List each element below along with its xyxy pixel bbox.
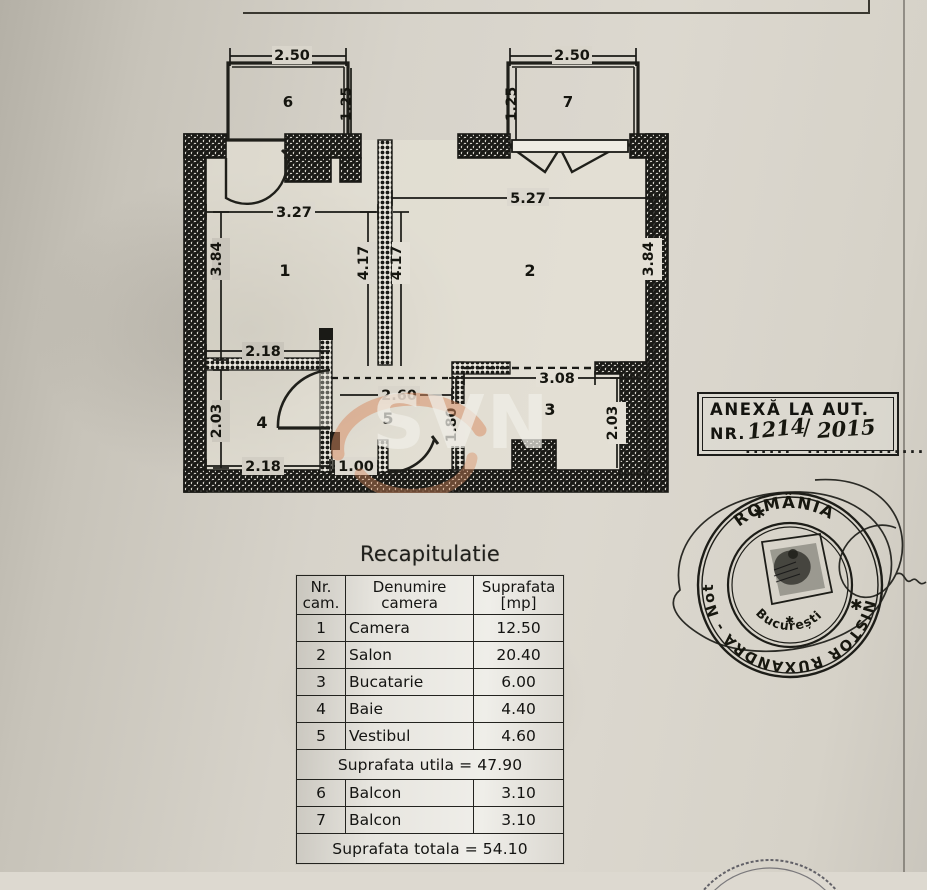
svg-text:2.18: 2.18 (245, 344, 281, 360)
svg-text:2.03: 2.03 (209, 404, 225, 439)
total-area: Suprafata totala = 54.10 (296, 833, 564, 865)
cell-name: Camera (345, 614, 475, 643)
recap-table: Nr. cam. Denumire camera Suprafata [mp] … (295, 574, 564, 865)
header-nr: Nr. cam. (295, 574, 347, 616)
annex-authorization-stamp: ANEXĂ LA AUT. NR. 1214 / 2015 ...... ...… (697, 392, 923, 457)
recapitulation-section: Recapitulatie Nr. cam. Denumire camera S… (295, 542, 564, 865)
room-label-1: 1 (279, 261, 290, 280)
svg-text:2.50: 2.50 (554, 48, 590, 64)
table-row: 7 Balcon 3.10 (295, 806, 564, 835)
table-row: 5 Vestibul 4.60 (295, 722, 564, 751)
header-name: Denumire camera (345, 574, 475, 616)
cell-nr: 7 (295, 806, 347, 835)
room-label-7: 7 (563, 93, 573, 111)
svg-text:1.25: 1.25 (339, 87, 355, 122)
seal-star-center: ✱ (785, 614, 794, 627)
cell-nr: 2 (295, 641, 347, 670)
svg-text:3.84: 3.84 (209, 241, 225, 276)
cell-name: Balcon (345, 806, 475, 835)
cell-name: Baie (345, 695, 475, 724)
svg-text:3.84: 3.84 (641, 241, 657, 276)
annex-stamp-nr-label: NR. (710, 424, 746, 443)
subtotal-row: Suprafata utila = 47.90 (296, 749, 564, 781)
annex-stamp-title: ANEXĂ LA AUT. (710, 400, 870, 419)
table-row: 4 Baie 4.40 (295, 695, 564, 724)
stamp-inner-border (702, 397, 894, 451)
room-label-3: 3 (544, 400, 555, 419)
cell-nr: 6 (295, 779, 347, 808)
room-label-4: 4 (256, 413, 267, 432)
cell-name: Salon (345, 641, 475, 670)
annex-separator: / (803, 416, 811, 441)
total-row: Suprafata totala = 54.10 (296, 833, 564, 865)
seal-star-right: ✱ (850, 596, 863, 614)
cell-name: Bucatarie (345, 668, 475, 697)
cell-area: 3.10 (473, 779, 564, 808)
cell-nr: 4 (295, 695, 347, 724)
svg-text:5.27: 5.27 (510, 191, 546, 207)
table-row: 3 Bucatarie 6.00 (295, 668, 564, 697)
cell-area: 4.60 (473, 722, 564, 751)
room-label-6: 6 (283, 93, 293, 111)
svg-text:3.27: 3.27 (276, 205, 312, 221)
cell-area: 3.10 (473, 806, 564, 835)
cell-name: Vestibul (345, 722, 475, 751)
svg-text:1.80: 1.80 (444, 407, 460, 442)
cell-area: 20.40 (473, 641, 564, 670)
svg-text:1.25: 1.25 (504, 87, 520, 122)
annex-dots-left: ...... (745, 439, 793, 457)
cell-area: 12.50 (473, 614, 564, 643)
cell-nr: 1 (295, 614, 347, 643)
cell-nr: 5 (295, 722, 347, 751)
annex-dots-right: ............... (807, 439, 926, 457)
seal-star-left: ✱ (753, 504, 766, 522)
recap-title: Recapitulatie (360, 542, 500, 566)
cell-area: 4.40 (473, 695, 564, 724)
floor-plan-drawing: 6 2.50 1.25 7 2.50 1.25 (0, 0, 700, 520)
svg-text:4.17: 4.17 (356, 246, 372, 281)
cell-name: Balcon (345, 779, 475, 808)
table-body: 1 Camera 12.50 2 Salon 20.40 3 Bucatarie… (295, 614, 564, 865)
document-edge-line (243, 0, 870, 14)
svg-text:2.03: 2.03 (605, 406, 621, 441)
cell-area: 6.00 (473, 668, 564, 697)
svg-text:1.00: 1.00 (338, 459, 374, 475)
table-row: 2 Salon 20.40 (295, 641, 564, 670)
header-area: Suprafata [mp] (473, 574, 564, 616)
svg-text:2.18: 2.18 (245, 459, 281, 475)
notary-seal: ROMÂNIA NISTOR RUXANDRA - Notar Public B… (660, 470, 927, 700)
document-right-edge (903, 0, 905, 872)
svg-text:2.50: 2.50 (274, 48, 310, 64)
bottom-partial-stamp: STRATIE (660, 830, 890, 890)
svg-text:3.08: 3.08 (539, 371, 575, 387)
subtotal-usable-area: Suprafata utila = 47.90 (296, 749, 564, 781)
room-label-2: 2 (524, 261, 535, 280)
svg-text:4.17: 4.17 (389, 246, 405, 281)
svg-text:2.60: 2.60 (381, 388, 417, 404)
room-label-5: 5 (382, 409, 393, 428)
table-row: 6 Balcon 3.10 (295, 779, 564, 808)
table-row: 1 Camera 12.50 (295, 614, 564, 643)
table-header-row: Nr. cam. Denumire camera Suprafata [mp] (295, 574, 564, 616)
cell-nr: 3 (295, 668, 347, 697)
